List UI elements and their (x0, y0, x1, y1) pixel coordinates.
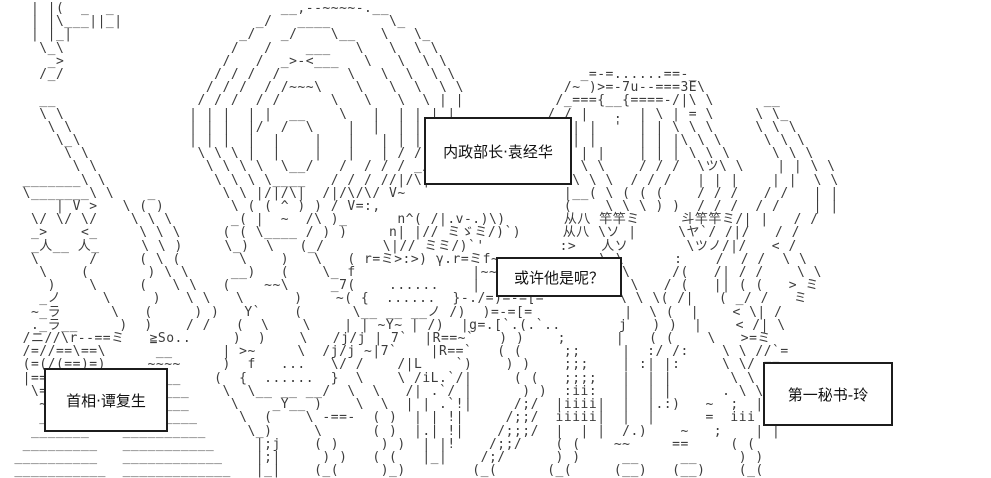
namebox-minister: 内政部长·袁经华 (424, 117, 572, 185)
namebox-minister-label: 内政部长·袁经华 (443, 142, 553, 161)
namebox-premier: 首相·谭复生 (44, 368, 168, 432)
namebox-premier-label: 首相·谭复生 (66, 391, 146, 410)
speech-box-text: 或许他是呢？ (513, 268, 604, 287)
namebox-secretary-label: 第一秘书-玲 (787, 385, 869, 404)
speech-box: 或许他是呢？ (496, 257, 622, 297)
namebox-secretary: 第一秘书-玲 (763, 362, 893, 426)
ascii-art: | |( _ _ __,--~~~~-.__ | |\___||_| _/ __… (14, 1, 839, 478)
